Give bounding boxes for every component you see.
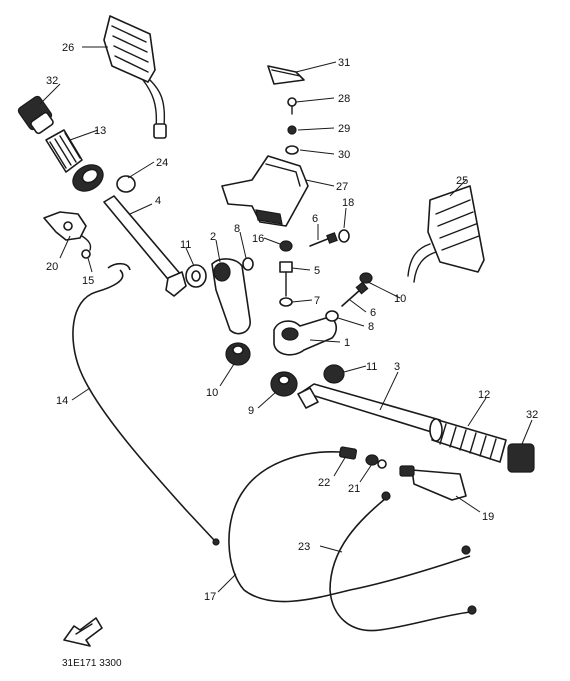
spacer-24: [116, 175, 136, 193]
nut-16: [279, 240, 293, 252]
callout-5: 5: [314, 265, 320, 277]
bolt-28: [287, 97, 297, 115]
lower-holder-right: [273, 317, 338, 356]
callout-14: 14: [56, 395, 68, 407]
damper-9: [270, 371, 298, 397]
callout-1: 1: [344, 337, 350, 349]
washer-30: [285, 145, 299, 155]
callout-13: 13: [94, 125, 106, 137]
callout-27: 27: [336, 181, 348, 193]
front-arrow-icon: [63, 617, 103, 647]
upper-holder: [221, 155, 309, 227]
callout-28: 28: [338, 93, 350, 105]
washer-7: [279, 297, 293, 307]
callout-25: 25: [456, 175, 468, 187]
callout-31: 31: [338, 57, 350, 69]
bolt-6-upper: [309, 232, 338, 247]
callout-24: 24: [156, 157, 168, 169]
callout-19: 19: [482, 511, 494, 523]
bolt-6-lower: [341, 281, 369, 307]
callout-8-left: 8: [234, 223, 240, 235]
callout-32-right: 32: [526, 409, 538, 421]
damper-10: [225, 342, 251, 366]
callout-16: 16: [252, 233, 264, 245]
callout-18: 18: [342, 197, 354, 209]
callout-6-upper: 6: [312, 213, 318, 225]
callout-26: 26: [62, 42, 74, 54]
callout-10-upper: 10: [394, 293, 406, 305]
washer-8-left: [242, 257, 254, 271]
washer-18: [338, 229, 350, 243]
leader-lines: [39, 46, 533, 593]
left-grip: [45, 129, 104, 192]
callout-7: 7: [314, 295, 320, 307]
left-bar-end: [17, 95, 54, 135]
callout-20: 20: [46, 261, 58, 273]
callout-29: 29: [338, 123, 350, 135]
callout-4: 4: [155, 195, 161, 207]
clutch-cable: [72, 269, 215, 541]
callout-6-lower: 6: [370, 307, 376, 319]
callout-2: 2: [210, 231, 216, 243]
nut-10-upper: [359, 272, 373, 284]
callout-9: 9: [248, 405, 254, 417]
left-mirror: [103, 15, 167, 139]
switch-19: [399, 465, 467, 501]
callout-11-right: 11: [366, 361, 377, 373]
cable-23: [329, 497, 471, 632]
left-handlebar: [103, 195, 187, 297]
callout-17: 17: [204, 591, 216, 603]
callout-23: 23: [298, 541, 310, 553]
callout-12: 12: [478, 389, 490, 401]
washer-8-right: [325, 310, 339, 322]
callout-11-left: 11: [180, 239, 191, 251]
damper-11-right: [323, 364, 345, 384]
throttle-grip: [429, 418, 507, 463]
bolt-5: [279, 261, 293, 297]
callout-22: 22: [318, 477, 330, 489]
callout-15: 15: [82, 275, 94, 287]
throttle-cable: [228, 451, 471, 603]
adjuster-22: [338, 446, 358, 460]
lower-holder: [211, 258, 251, 335]
clutch-lever-holder: [43, 211, 92, 251]
right-handlebar: [297, 383, 441, 435]
callout-21: 21: [348, 483, 360, 495]
callout-30: 30: [338, 149, 350, 161]
callout-32-left: 32: [46, 75, 58, 87]
callout-10-lower: 10: [206, 387, 218, 399]
callout-3: 3: [394, 361, 400, 373]
callout-8-right: 8: [368, 321, 374, 333]
washer-15: [81, 249, 91, 259]
right-bar-end: [507, 443, 535, 473]
nut-21: [365, 454, 387, 469]
washer-29: [287, 125, 297, 135]
right-mirror: [407, 185, 485, 283]
drawing-code: 31E171 3300: [62, 658, 122, 669]
